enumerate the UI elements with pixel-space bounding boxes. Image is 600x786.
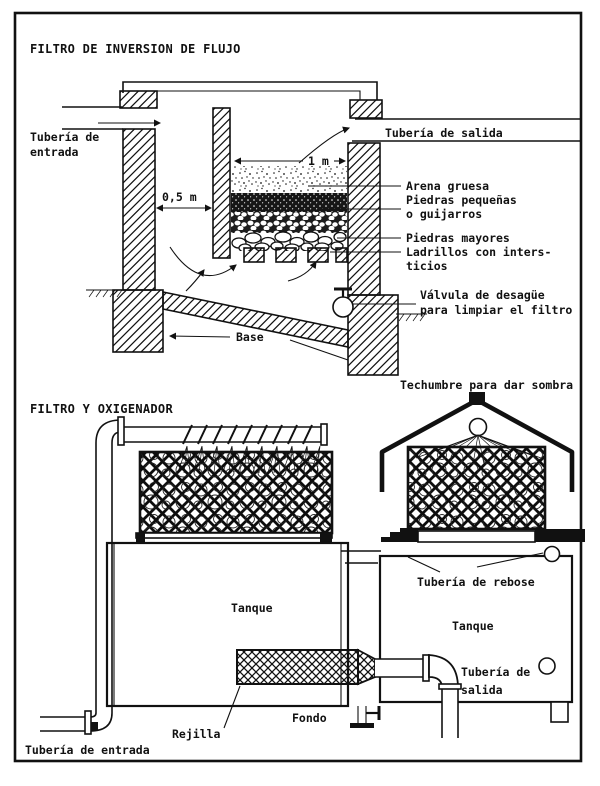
large-stones-label: Piedras mayores — [406, 231, 510, 245]
screen-pipe — [236, 648, 430, 686]
dimension-05m-label: 0,5 m — [162, 190, 197, 204]
outlet-label-line1: Tubería de — [461, 665, 530, 679]
dimension-1m: 1 m — [233, 154, 347, 168]
sand-layer — [231, 166, 347, 193]
pebble-layer — [231, 212, 347, 233]
dark-gravel-speckle — [231, 193, 347, 212]
page-frame — [13, 11, 583, 763]
riser-pipe — [95, 416, 125, 713]
sand-label: Arena gruesa — [406, 179, 489, 193]
filter-lid — [119, 81, 383, 119]
tank-left-label: Tanque — [231, 601, 273, 615]
inlet-bottom-label: Tubería de entrada — [25, 743, 150, 757]
inlet-pipe-top — [62, 106, 162, 130]
tank-right-label: Tanque — [452, 619, 494, 633]
outlet-label: Tubería de salida — [385, 126, 503, 140]
screen-label: Rejilla — [172, 727, 221, 741]
base-label: Base — [236, 330, 264, 344]
tank-left — [105, 541, 350, 708]
roof-label: Techumbre para dar sombra — [400, 378, 573, 392]
filter-box-right-platform — [381, 528, 585, 543]
small-stones-label-line1: Piedras pequeñas — [406, 193, 517, 207]
shade-roof — [379, 392, 575, 492]
outlet-label-line2: salida — [461, 683, 503, 697]
outlet-pipe-top — [352, 118, 580, 142]
brick-layer — [243, 247, 348, 263]
overflow-leader-right — [476, 552, 544, 568]
label-leaders — [308, 185, 416, 305]
flow-inversion-filter-diagram: FILTRO DE INVERSION DE FLUJO Tubería de … — [30, 42, 580, 376]
bottom-label: Fondo — [292, 711, 327, 725]
filter-oxygenator-diagram: FILTRO Y OXIGENADOR — [25, 378, 585, 757]
inlet-label-line1: Tubería de — [30, 130, 99, 144]
tank-right — [378, 554, 574, 723]
foundation-left — [112, 289, 164, 353]
flow-arrows — [169, 126, 351, 292]
inlet-label-line2: entrada — [30, 145, 79, 159]
outer-wall-left — [122, 128, 156, 291]
inlet-pipe-bottom — [40, 710, 113, 735]
bricks-label-line2: ticios — [406, 259, 448, 273]
screen-leader — [223, 685, 241, 729]
drain-fitting — [350, 706, 381, 728]
filter-media-layers — [231, 166, 348, 263]
overflow-label: Tubería de rebose — [417, 575, 535, 589]
overflow-leader-left — [407, 556, 441, 573]
overflow-pipe-circle — [543, 545, 561, 563]
drain-valve-label-line2: para limpiar el filtro — [420, 303, 572, 317]
foundation-right — [347, 294, 399, 376]
drain-valve — [332, 287, 354, 318]
dimension-05m: 0,5 m — [155, 190, 213, 212]
outer-wall-right — [347, 142, 381, 296]
sprinkler-pipe — [124, 423, 328, 446]
outlet-pipe-circle — [538, 657, 556, 675]
filter-box-left-platform — [135, 532, 333, 543]
drain-valve-label-line1: Válvula de desagüe — [420, 288, 545, 302]
ground-hatch-right — [396, 313, 427, 322]
overflow-channel — [341, 550, 381, 564]
bricks-label-line1: Ladrillos con inters- — [406, 245, 551, 259]
base-leader-right — [289, 339, 349, 361]
filter-box-right — [406, 445, 547, 531]
base-leader-left — [168, 332, 231, 340]
small-stones-label-line2: o guijarros — [406, 207, 482, 221]
inner-wall — [212, 107, 231, 259]
filter-box-left — [138, 450, 334, 535]
sprinkler-head-icon — [468, 417, 488, 437]
dimension-1m-label: 1 m — [308, 154, 329, 168]
top-diagram-title: FILTRO DE INVERSION DE FLUJO — [30, 42, 241, 56]
sprinkler-holes — [182, 424, 313, 445]
tank-leg — [550, 701, 569, 723]
bottom-diagram-title: FILTRO Y OXIGENADOR — [30, 402, 173, 416]
outlet-elbow — [428, 654, 462, 738]
